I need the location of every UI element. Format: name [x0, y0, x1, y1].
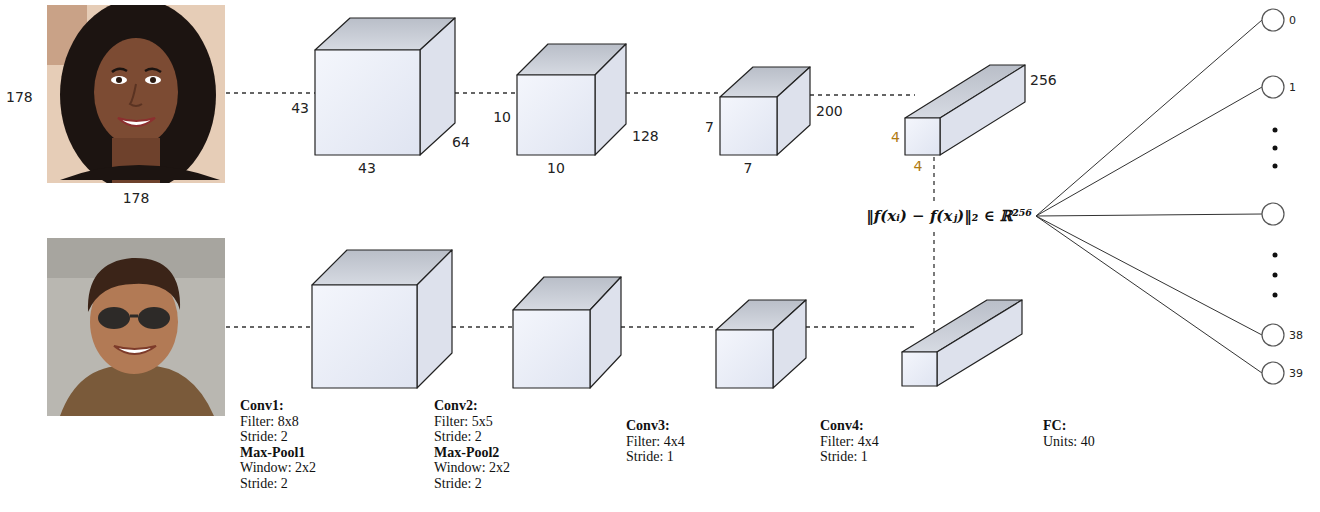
unit-circle [1261, 323, 1285, 347]
layer-spec: Window: 2x2 [434, 460, 510, 476]
dimension-label: 7 [705, 119, 714, 135]
dimension-label: 128 [632, 128, 659, 144]
unit-index: 1 [1289, 81, 1296, 94]
layer-spec: Conv4: [820, 418, 864, 434]
dimension-label: 64 [452, 134, 470, 150]
unit-circle [1262, 76, 1284, 98]
layer-spec: Conv2: [434, 398, 478, 414]
layer-spec: Max-Pool2 [434, 445, 499, 461]
layer-spec: Stride: 2 [434, 429, 482, 445]
dimension-label: 10 [547, 160, 565, 176]
layer-spec: Window: 2x2 [240, 460, 316, 476]
face-photo [47, 238, 225, 416]
fc-line [1036, 20, 1262, 373]
face-photo [47, 5, 225, 183]
dimension-label: 4 [891, 129, 900, 145]
unit-index: 0 [1289, 14, 1296, 27]
unit-circle [1261, 361, 1285, 385]
layer-spec: Conv3: [626, 418, 670, 434]
layer-spec: Max-Pool1 [240, 445, 305, 461]
unit-circle [1262, 9, 1284, 31]
unit-circle [1261, 8, 1285, 32]
distance-formula: ‖f(xᵢ) − f(xⱼ)‖₂ ∈ ℝ²⁵⁶ [866, 206, 1032, 226]
layer-spec: Conv1: [240, 398, 284, 414]
layer-spec: Filter: 4x4 [820, 434, 879, 450]
dimension-label: 178 [123, 190, 150, 206]
output-unit: 1 [1261, 75, 1296, 99]
feature-map-cube [312, 18, 1025, 388]
unit-index: 38 [1289, 329, 1303, 342]
unit-circle [1262, 362, 1284, 384]
layer-spec: Stride: 2 [240, 476, 288, 492]
layer-spec: Stride: 2 [434, 476, 482, 492]
dimension-label: 4 [914, 158, 923, 174]
output-unit [1262, 203, 1284, 225]
unit-circle [1261, 75, 1285, 99]
layer-spec: Stride: 1 [820, 449, 868, 465]
layer-spec: Filter: 4x4 [626, 434, 685, 450]
ellipsis-dots [1273, 128, 1278, 298]
output-unit: 0 [1261, 8, 1296, 32]
layer-spec: FC: [1043, 418, 1066, 434]
dimension-label: 178 [6, 89, 33, 105]
layer-spec: Filter: 5x5 [434, 414, 493, 430]
layer-spec: Units: 40 [1043, 434, 1095, 450]
unit-circle [1262, 324, 1284, 346]
dimension-label: 43 [358, 160, 376, 176]
dimension-label: 256 [1030, 72, 1057, 88]
dimension-label: 43 [291, 100, 309, 116]
layer-spec: Filter: 8x8 [240, 414, 299, 430]
dimension-label: 7 [744, 160, 753, 176]
layer-spec: Stride: 1 [626, 449, 674, 465]
dimension-label: 200 [816, 103, 843, 119]
output-unit: 39 [1261, 361, 1303, 385]
output-unit: 38 [1261, 323, 1303, 347]
dimension-label: 10 [493, 109, 511, 125]
unit-index: 39 [1289, 367, 1303, 380]
layer-spec: Stride: 2 [240, 429, 288, 445]
